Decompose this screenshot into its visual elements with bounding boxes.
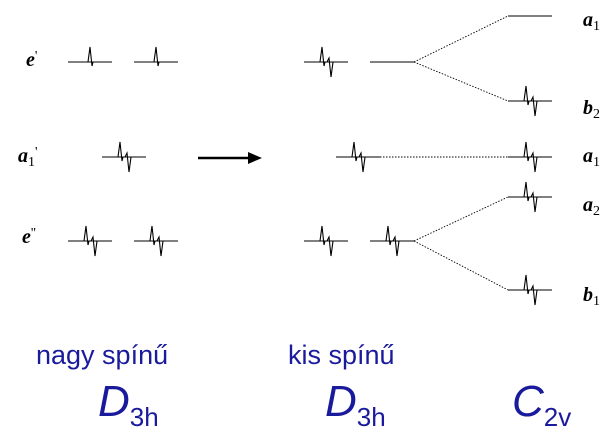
spin-up-arrow <box>521 85 530 106</box>
orbital-level <box>304 46 348 78</box>
spin-up-arrow <box>521 141 530 162</box>
orbital-level <box>508 181 552 213</box>
orbital-level <box>102 141 146 173</box>
spin-up-arrow <box>151 46 160 67</box>
correlation-lines <box>380 15 509 291</box>
spin-down-arrow <box>156 235 165 257</box>
spin-up-arrow <box>147 225 156 246</box>
spin-up-arrow <box>383 225 392 246</box>
correlation-line <box>413 61 509 102</box>
symmetry-label-c2v: C2v <box>512 377 572 432</box>
caption-high-spin: nagy spínű <box>36 340 169 370</box>
orbital-level <box>336 141 380 173</box>
spin-up-arrow <box>115 141 124 162</box>
spin-down-arrow <box>530 151 539 173</box>
spin-down-arrow <box>530 191 539 213</box>
orbital-level <box>508 141 552 173</box>
spin-down-arrow <box>124 151 133 173</box>
spin-down-arrow <box>530 284 539 306</box>
orbital-level <box>370 225 414 257</box>
energy-levels <box>68 15 552 306</box>
spin-down-arrow <box>326 56 335 78</box>
orbital-level <box>134 225 178 257</box>
spin-down-arrow <box>358 151 367 173</box>
correlation-line <box>413 240 509 291</box>
orbital-level <box>68 225 112 257</box>
label-b2: b2 <box>583 97 600 122</box>
label-a1-top: a1 <box>583 9 600 34</box>
caption-low-spin: kis spínű <box>288 340 395 370</box>
correlation-line <box>413 15 509 63</box>
spin-up-arrow <box>317 225 326 246</box>
spin-down-arrow <box>530 95 539 117</box>
orbital-level <box>304 225 348 257</box>
spin-down-arrow <box>392 235 401 257</box>
label-a1-prime: a1' <box>18 145 38 170</box>
label-e-double-prime: e'' <box>22 226 36 248</box>
spin-up-arrow <box>317 46 326 67</box>
spin-down-arrow <box>326 235 335 257</box>
label-a1-mid: a1 <box>583 145 600 170</box>
symmetry-label-high-spin: D3h <box>98 377 159 432</box>
orbital-level <box>134 46 178 67</box>
label-a2: a2 <box>583 194 600 219</box>
spin-up-arrow <box>521 274 530 295</box>
orbital-level <box>508 85 552 117</box>
spin-down-arrow <box>90 235 99 257</box>
spin-up-arrow <box>85 46 94 67</box>
orbital-level <box>508 274 552 306</box>
label-e-prime: e' <box>26 49 38 71</box>
transition-arrow <box>198 152 262 164</box>
spin-up-arrow <box>81 225 90 246</box>
symmetry-label-low-spin: D3h <box>325 377 386 432</box>
spin-up-arrow <box>521 181 530 202</box>
label-b1: b1 <box>583 284 600 309</box>
orbital-level <box>68 46 112 67</box>
correlation-line <box>413 196 509 242</box>
spin-up-arrow <box>349 141 358 162</box>
